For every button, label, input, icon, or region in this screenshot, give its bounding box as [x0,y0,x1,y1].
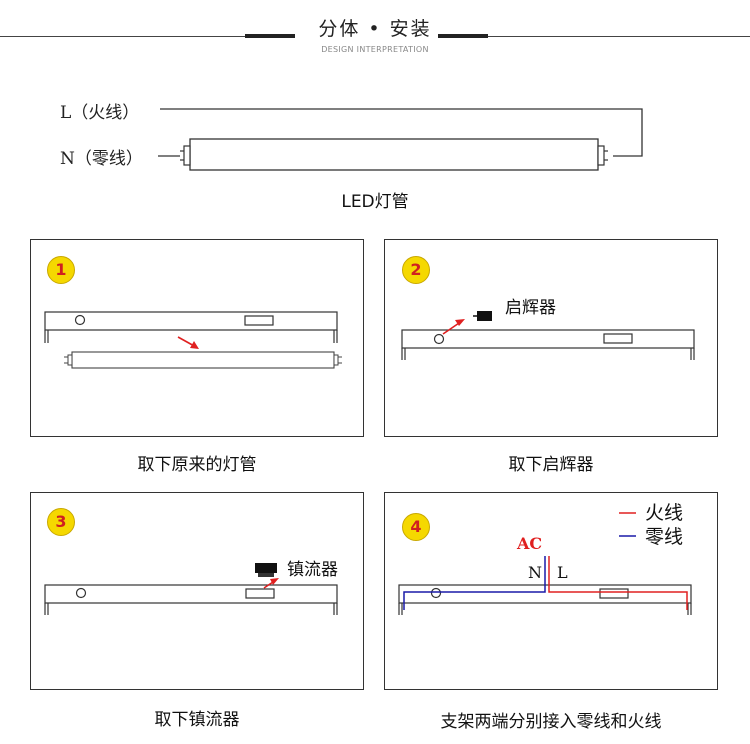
led-tube [189,138,599,171]
header-bar-right [438,34,488,38]
step-4-badge: 4 [402,513,430,541]
page-subtitle: DESIGN INTERPRETATION [321,45,429,54]
l-terminal-label: L [557,563,568,582]
header-rule-right [488,36,750,37]
step-1-panel [30,239,364,437]
step-2-badge: 2 [402,256,430,284]
starter-label: 启辉器 [505,298,556,318]
step-4-caption: 支架两端分别接入零线和火线 [440,712,662,732]
step-2-panel [384,239,718,437]
tube-end-cap-left [183,145,191,166]
step-1-caption: 取下原来的灯管 [137,455,257,475]
tube-end-cap-right [597,145,605,166]
led-tube-label: LED灯管 [341,192,409,212]
live-wire-label: L（火线） [60,103,140,123]
legend-neutral-label: 零线 [645,526,684,548]
header-bar-left [245,34,295,38]
n-terminal-label: N [528,563,542,582]
ac-label: AC [517,534,543,553]
neutral-wire-label: N（零线） [60,149,143,169]
ballast-label: 镇流器 [287,560,338,580]
live-wire [160,108,643,157]
page-title: 分体 • 安装 [318,18,432,40]
step-2-caption: 取下启辉器 [508,455,594,475]
legend-live-label: 火线 [645,502,684,524]
step-3-badge: 3 [47,508,75,536]
step-3-caption: 取下镇流器 [154,710,240,730]
header-rule-left [0,36,245,37]
step-1-badge: 1 [47,256,75,284]
step-3-panel [30,492,364,690]
